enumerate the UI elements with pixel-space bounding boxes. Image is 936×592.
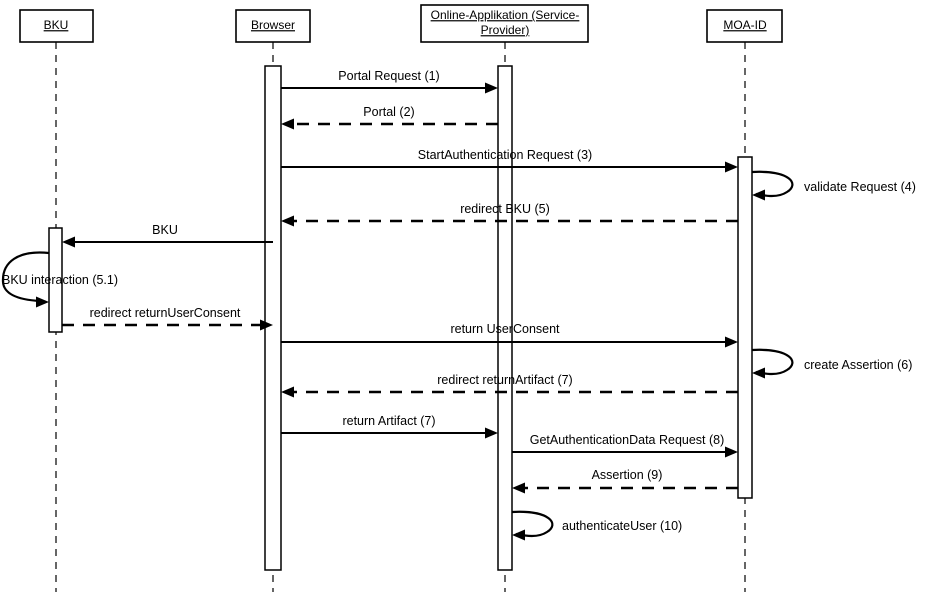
lifelines-group: BKU Browser Online-Applikation (Service-Pr… — [19, 4, 783, 592]
message-label-m-return-consent: return UserConsent — [450, 322, 560, 336]
message-label-m2: Portal (2) — [363, 105, 414, 119]
message-label-m-consent: redirect returnUserConsent — [90, 306, 241, 320]
self-message-s4: validate Request (4) — [751, 170, 916, 201]
self-message-path-s4 — [751, 170, 794, 198]
arrowhead — [725, 161, 738, 173]
message-m1: Portal Request (1) — [281, 69, 498, 94]
arrowhead — [281, 118, 294, 130]
arrowhead — [62, 236, 75, 248]
lifeline-label-browser: Browser — [251, 18, 295, 32]
lifeline-label-bku: BKU — [44, 18, 69, 32]
arrowhead — [281, 215, 294, 227]
message-m-bku: BKU — [62, 223, 273, 248]
lifeline-box-browser[interactable] — [235, 9, 311, 43]
message-label-m-bku: BKU — [152, 223, 178, 237]
message-label-m1: Portal Request (1) — [338, 69, 439, 83]
lifeline-browser: Browser — [235, 9, 311, 592]
act-browser[interactable] — [264, 65, 282, 571]
arrowhead — [36, 296, 49, 308]
message-m7b: return Artifact (7) — [281, 414, 498, 439]
self-message-path-s10 — [511, 510, 554, 538]
arrowhead — [485, 82, 498, 94]
lifeline-bku: BKU — [19, 9, 94, 592]
self-message-label-s4: validate Request (4) — [804, 180, 916, 194]
message-label-m9: Assertion (9) — [592, 468, 663, 482]
lifeline-label-online_applikation: Online-Applikation (Service- — [431, 8, 580, 22]
message-label-m7a: redirect returnArtifact (7) — [437, 373, 572, 387]
lifeline-box-bku[interactable] — [19, 9, 94, 43]
arrowhead — [725, 446, 738, 458]
act-bku[interactable] — [48, 227, 63, 333]
self-message-s6: create Assertion (6) — [751, 348, 912, 379]
message-m5: redirect BKU (5) — [281, 202, 738, 227]
lifeline-box-moa_id[interactable] — [706, 9, 783, 43]
activations-group — [48, 65, 753, 571]
message-label-m3: StartAuthentication Request (3) — [418, 148, 592, 162]
arrowhead — [485, 427, 498, 439]
self-message-s10: authenticateUser (10) — [511, 510, 682, 541]
messages-group: Portal Request (1) Portal (2) StartAuthent… — [62, 69, 738, 494]
self-message-path-s6 — [751, 348, 794, 376]
self-message-label-s51: BKU interaction (5.1) — [2, 273, 118, 287]
self-message-s51: BKU interaction (5.1) — [1, 251, 118, 308]
arrowhead — [752, 367, 765, 379]
message-m9: Assertion (9) — [512, 468, 738, 494]
arrowhead — [512, 482, 525, 494]
arrowhead — [512, 529, 525, 541]
self-message-path-s51 — [1, 251, 50, 303]
message-m3: StartAuthentication Request (3) — [281, 148, 738, 173]
self-messages-group: validate Request (4) BKU interaction (5.1… — [1, 170, 916, 541]
self-message-label-s6: create Assertion (6) — [804, 358, 912, 372]
message-label-m7b: return Artifact (7) — [342, 414, 435, 428]
arrowhead — [752, 189, 765, 201]
act-online-applikation[interactable] — [497, 65, 513, 571]
message-m7a: redirect returnArtifact (7) — [281, 373, 738, 398]
arrowhead — [725, 336, 738, 348]
message-label-m5: redirect BKU (5) — [460, 202, 550, 216]
lifeline-label-moa_id: MOA-ID — [723, 18, 767, 32]
message-m2: Portal (2) — [281, 105, 498, 130]
lifeline-box-online_applikation[interactable] — [420, 4, 589, 43]
self-message-label-s10: authenticateUser (10) — [562, 519, 682, 533]
message-m8: GetAuthenticationData Request (8) — [512, 433, 738, 458]
lifeline-label-online_applikation: Provider) — [481, 23, 530, 37]
arrowhead — [260, 319, 273, 331]
arrowhead — [281, 386, 294, 398]
message-label-m8: GetAuthenticationData Request (8) — [530, 433, 725, 447]
act-moa-id[interactable] — [737, 156, 753, 499]
message-m-return-consent: return UserConsent — [281, 322, 738, 348]
message-m-consent: redirect returnUserConsent — [62, 306, 273, 331]
